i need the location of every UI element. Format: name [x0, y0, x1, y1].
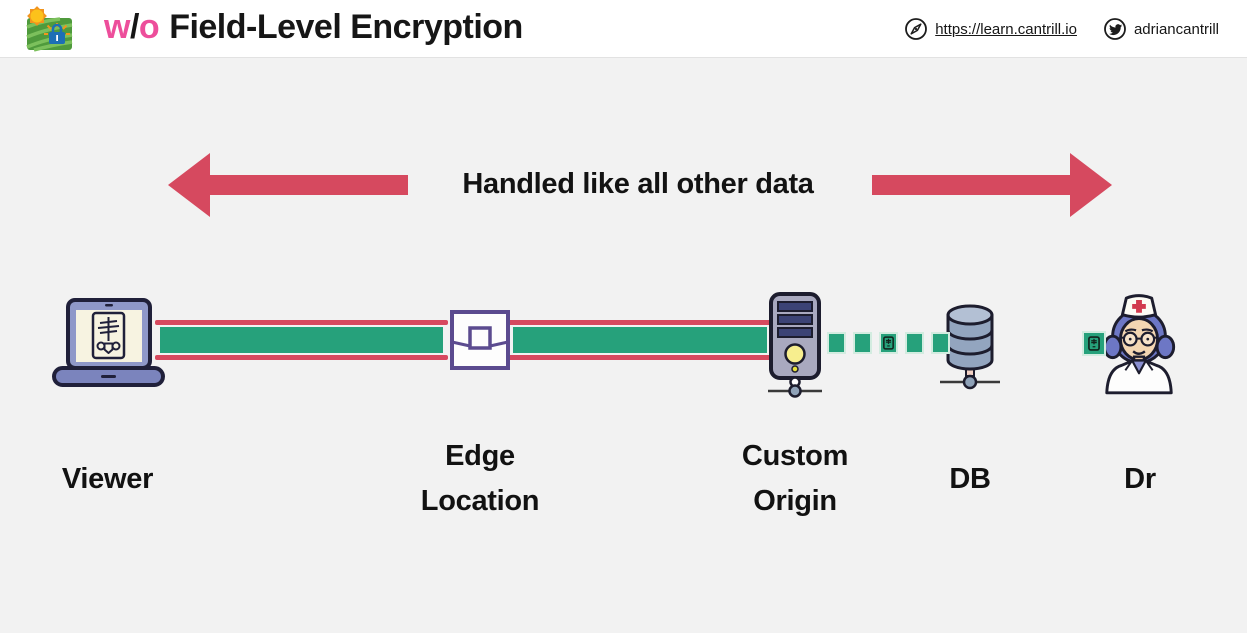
pipe-edge-to-origin: [508, 319, 772, 361]
pipe-viewer-to-edge: [155, 319, 448, 361]
twitter-handle-text[interactable]: adriancantrill: [1133, 20, 1219, 38]
laptop-xray-icon: [52, 297, 165, 389]
banner-text: Handled like all other data: [462, 168, 814, 200]
xray-record-icon: [883, 336, 894, 350]
header-links: https://learn.cantrill.io adriancantrill: [904, 0, 1219, 58]
twitter-handle-link[interactable]: adriancantrill: [1103, 17, 1219, 41]
pipe-data-flow: [513, 327, 767, 353]
doctor-icon: [1098, 291, 1180, 395]
edge-location-icon: [450, 310, 510, 370]
twitter-icon: [1103, 17, 1127, 41]
left-arrow: [168, 152, 408, 218]
data-blocks-origin-to-db: [827, 332, 950, 354]
data-block: [931, 332, 950, 354]
pipe-rail: [508, 320, 772, 325]
edge-location-label: Edge Location: [420, 440, 540, 517]
dr-label: Dr: [1124, 463, 1156, 495]
data-block-near-dr: [1082, 331, 1106, 356]
data-block: [853, 332, 872, 354]
pipe-rail: [155, 355, 448, 360]
viewer-label: Viewer: [61, 463, 154, 495]
database-icon: [938, 302, 1002, 394]
custom-origin-label: Custom Origin: [741, 440, 849, 517]
pipe-rail: [155, 320, 448, 325]
right-arrow: [872, 152, 1112, 218]
db-label: DB: [949, 463, 991, 495]
xray-record-icon: [1088, 336, 1100, 351]
title-wo-o: o: [138, 8, 160, 46]
compass-icon: [904, 17, 928, 41]
cantrill-farm-logo-icon: [20, 5, 78, 53]
pipe-rail: [508, 355, 772, 360]
pipe-data-flow: [160, 327, 443, 353]
title-wo-slash: /: [129, 8, 139, 46]
title-rest: Field-Level Encryption: [169, 8, 523, 46]
data-block: [827, 332, 846, 354]
server-tower-icon: [766, 292, 824, 404]
data-block: [905, 332, 924, 354]
title-wo-w: w: [104, 8, 130, 46]
learn-cantrill-link[interactable]: https://learn.cantrill.io: [904, 17, 1077, 41]
learn-cantrill-url[interactable]: https://learn.cantrill.io: [935, 20, 1077, 38]
data-block-with-record: [879, 332, 898, 354]
